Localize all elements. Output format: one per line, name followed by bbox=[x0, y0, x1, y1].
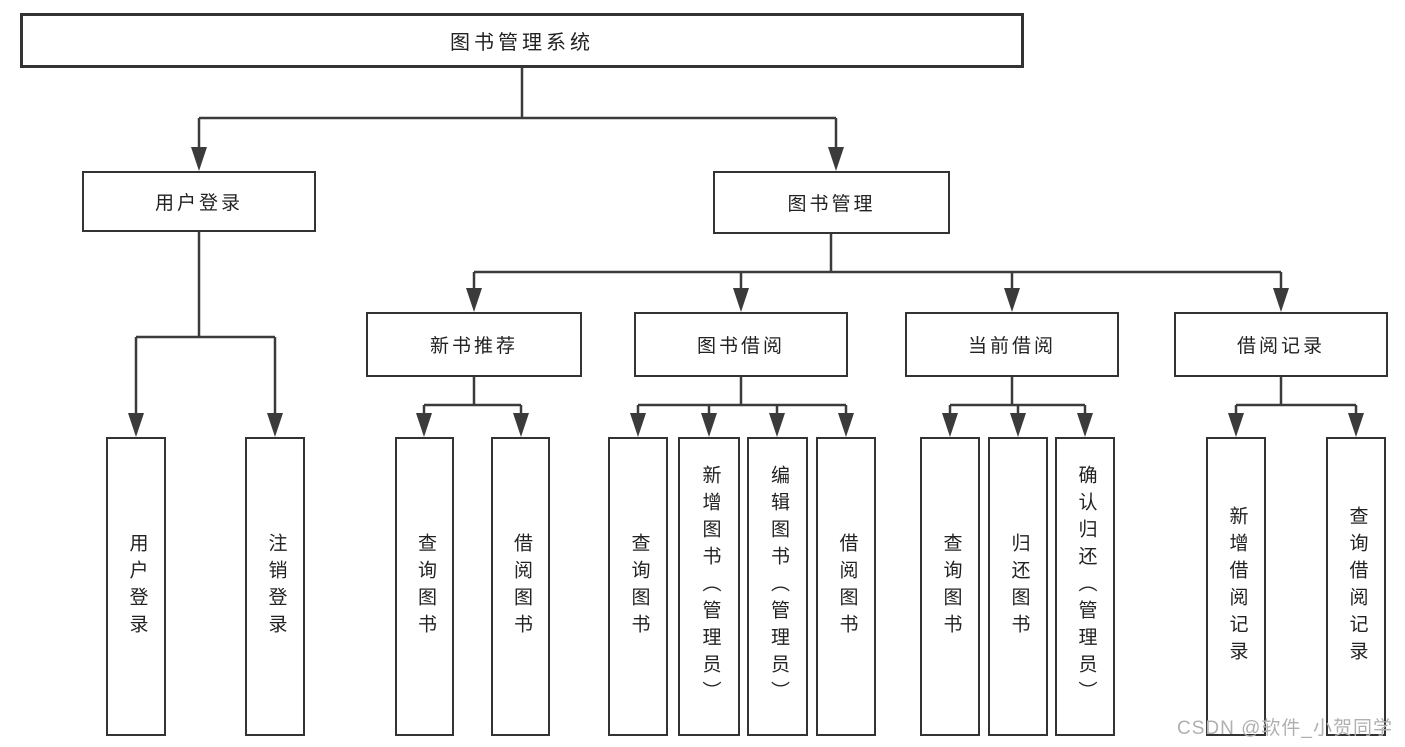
leaf-label: 查询图书 bbox=[940, 532, 962, 641]
node-label: 新书推荐 bbox=[429, 336, 518, 357]
leaf-label: 归还图书 bbox=[1008, 532, 1030, 641]
leaf-newbook-query-book: 查询图书 bbox=[395, 437, 454, 736]
csdn-watermark: CSDN @软件_小贺同学 bbox=[1177, 718, 1393, 739]
leaf-label: 查询借阅记录 bbox=[1346, 505, 1368, 668]
edge-userlogin-to-leaves bbox=[134, 232, 277, 419]
arrowhead-icon bbox=[128, 413, 144, 437]
arrowhead-icon bbox=[838, 413, 854, 437]
edge-currentborrow-to-leaves bbox=[948, 377, 1087, 419]
arrowhead-icon bbox=[416, 413, 432, 437]
node-borrow-records: 借阅记录 bbox=[1174, 312, 1388, 377]
leaf-label: 借阅图书 bbox=[510, 532, 532, 641]
leaf-label: 注销登录 bbox=[265, 532, 287, 641]
arrowhead-icon bbox=[1348, 413, 1364, 437]
edge-bookmgmt-to-level3 bbox=[472, 234, 1283, 294]
arrowhead-icon bbox=[191, 147, 207, 171]
arrowhead-icon bbox=[466, 288, 482, 312]
edge-root-to-level2 bbox=[197, 68, 838, 153]
node-label: 图书借阅 bbox=[696, 336, 785, 357]
node-label: 图书管理系统 bbox=[450, 32, 594, 54]
arrowhead-icon bbox=[769, 413, 785, 437]
arrowhead-icon bbox=[701, 413, 717, 437]
leaf-label: 新增借阅记录 bbox=[1226, 505, 1248, 668]
arrowhead-icon bbox=[267, 413, 283, 437]
arrowhead-icon bbox=[1228, 413, 1244, 437]
leaf-borrow-query-book: 查询图书 bbox=[608, 437, 668, 736]
leaf-newbook-borrow-book: 借阅图书 bbox=[491, 437, 550, 736]
leaf-logout-login: 注销登录 bbox=[245, 437, 305, 736]
node-new-book-recommend: 新书推荐 bbox=[366, 312, 582, 377]
arrowhead-icon bbox=[1077, 413, 1093, 437]
arrowhead-icon bbox=[513, 413, 529, 437]
node-label: 用户登录 bbox=[154, 193, 243, 214]
leaf-label: 新增图书（管理员） bbox=[699, 465, 721, 708]
leaf-label: 借阅图书 bbox=[836, 532, 858, 641]
arrowhead-icon bbox=[942, 413, 958, 437]
leaf-user-login: 用户登录 bbox=[106, 437, 166, 736]
node-label: 图书管理 bbox=[787, 194, 876, 215]
node-book-borrow: 图书借阅 bbox=[634, 312, 848, 377]
leaf-label: 确认归还（管理员） bbox=[1075, 465, 1097, 708]
leaf-record-query-record: 查询借阅记录 bbox=[1326, 437, 1386, 736]
leaf-label: 查询图书 bbox=[414, 532, 436, 641]
node-current-borrow: 当前借阅 bbox=[905, 312, 1119, 377]
leaf-label: 编辑图书（管理员） bbox=[767, 465, 789, 708]
node-user-login: 用户登录 bbox=[82, 171, 316, 232]
leaf-record-add-record: 新增借阅记录 bbox=[1206, 437, 1266, 736]
arrowhead-icon bbox=[1010, 413, 1026, 437]
arrowhead-icon bbox=[1004, 288, 1020, 312]
edge-bookborrow-to-leaves bbox=[636, 377, 848, 419]
node-root-system: 图书管理系统 bbox=[20, 13, 1024, 68]
node-label: 借阅记录 bbox=[1236, 336, 1325, 357]
arrowhead-icon bbox=[828, 147, 844, 171]
node-label: 当前借阅 bbox=[967, 336, 1056, 357]
leaf-current-return-book: 归还图书 bbox=[988, 437, 1048, 736]
arrowhead-icon bbox=[1273, 288, 1289, 312]
leaf-label: 查询图书 bbox=[628, 532, 650, 641]
edge-newbook-to-leaves bbox=[422, 377, 523, 419]
leaf-label: 用户登录 bbox=[126, 532, 148, 641]
leaf-borrow-add-book-admin: 新增图书（管理员） bbox=[678, 437, 740, 736]
arrowhead-icon bbox=[630, 413, 646, 437]
edge-borrowrecord-to-leaves bbox=[1234, 377, 1358, 419]
leaf-borrow-borrow-book: 借阅图书 bbox=[816, 437, 876, 736]
arrowhead-icon bbox=[733, 288, 749, 312]
leaf-current-confirm-return-admin: 确认归还（管理员） bbox=[1055, 437, 1115, 736]
leaf-borrow-edit-book-admin: 编辑图书（管理员） bbox=[747, 437, 808, 736]
node-book-management: 图书管理 bbox=[713, 171, 950, 234]
leaf-current-query-book: 查询图书 bbox=[920, 437, 980, 736]
